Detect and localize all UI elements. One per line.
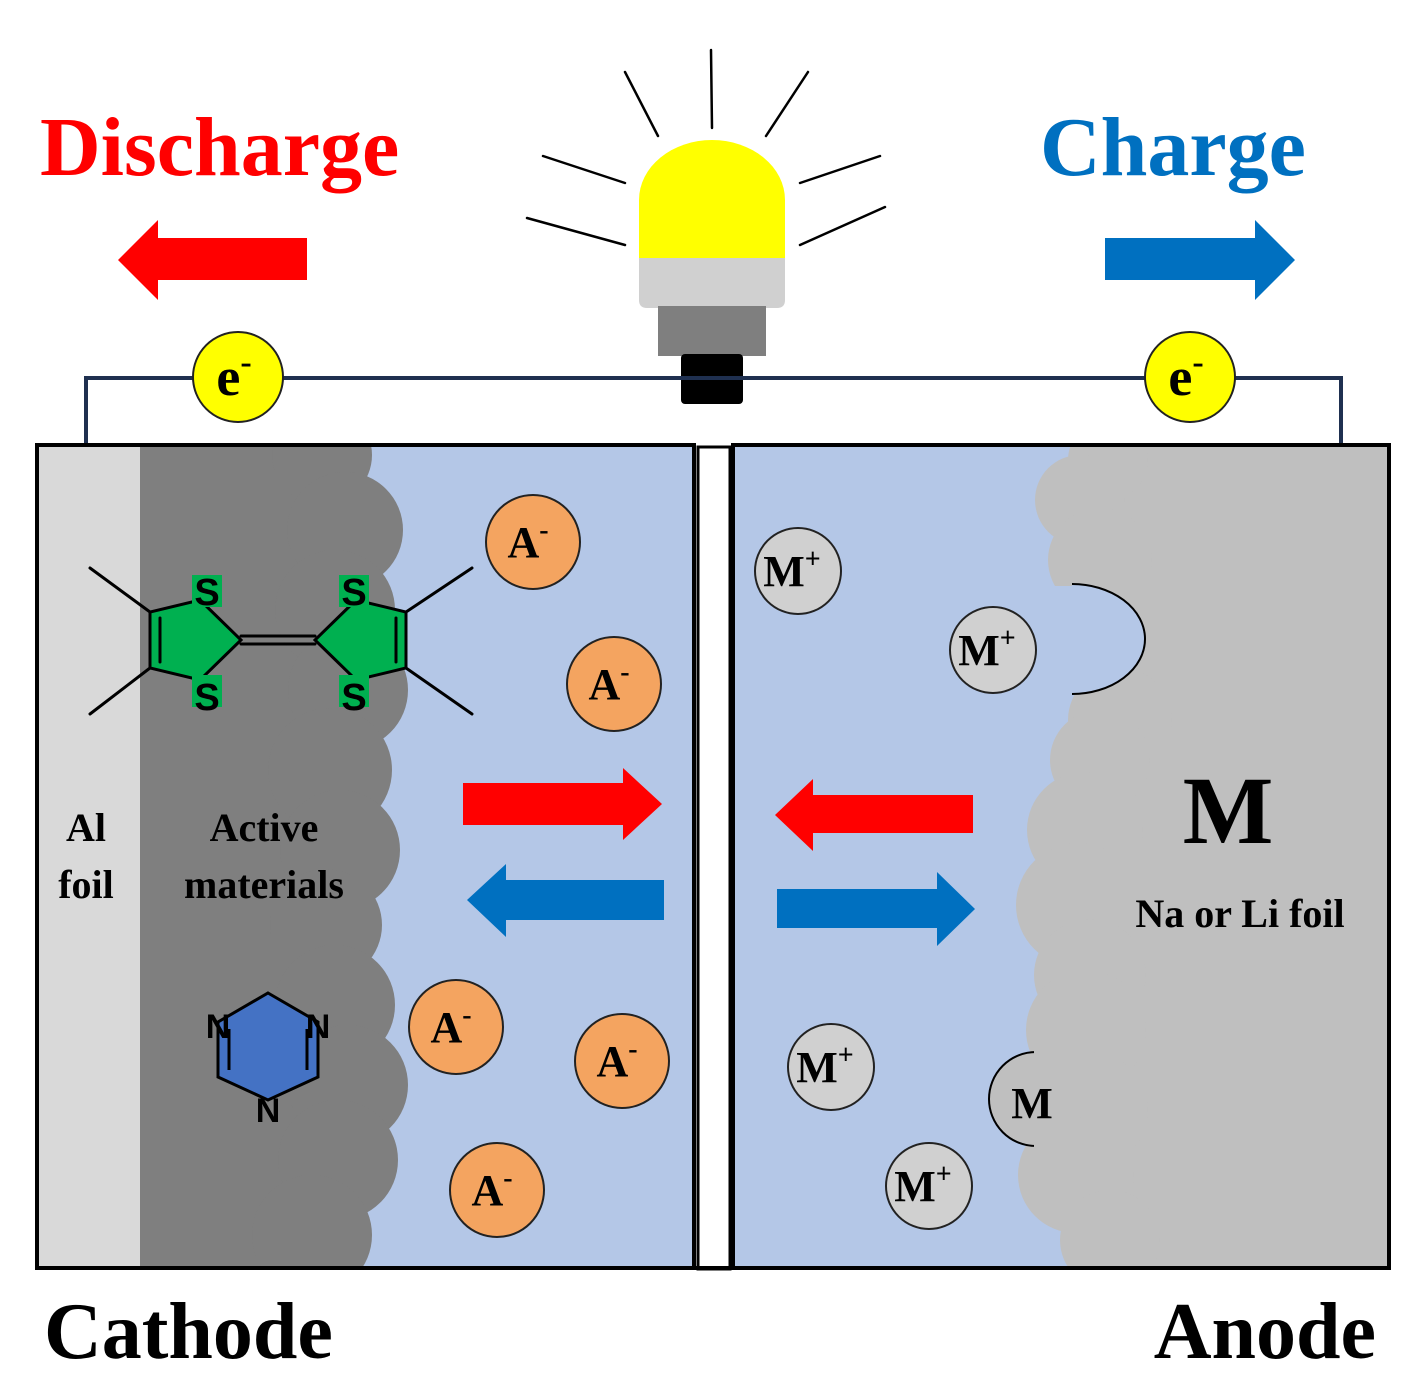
ttf-sulfur-atom: S bbox=[194, 677, 219, 719]
al-foil-label-line1: Al bbox=[66, 805, 106, 850]
svg-text:A-: A- bbox=[596, 1034, 637, 1086]
charge-label: Charge bbox=[1040, 101, 1306, 194]
electron-symbol: e bbox=[216, 347, 240, 407]
svg-text:A-: A- bbox=[588, 657, 629, 709]
svg-text:M+: M+ bbox=[763, 544, 821, 596]
ttf-sulfur-atom: S bbox=[341, 572, 366, 614]
ttf-sulfur-atom: S bbox=[194, 572, 219, 614]
metal-foil-label: Na or Li foil bbox=[1135, 891, 1344, 936]
anion-charge-arrow bbox=[467, 864, 664, 937]
anion: A- bbox=[408, 979, 504, 1075]
cation: M+ bbox=[754, 527, 842, 615]
triazine-nitrogen-atom: N bbox=[206, 1008, 231, 1046]
al-foil-label-line2: foil bbox=[58, 862, 114, 907]
cation: M+ bbox=[885, 1142, 973, 1230]
stripping-pit bbox=[1071, 583, 1146, 695]
discharge-direction-arrow bbox=[118, 220, 307, 300]
cation: M+ bbox=[787, 1023, 875, 1111]
triazine-nitrogen-atom: N bbox=[256, 1092, 281, 1130]
svg-text:A-: A- bbox=[507, 515, 548, 567]
electron-charge: - bbox=[240, 344, 251, 381]
active-material-layer bbox=[140, 445, 408, 1268]
anion: A- bbox=[449, 1142, 545, 1238]
triazine-icon: N N N bbox=[206, 991, 331, 1130]
svg-text:M+: M+ bbox=[958, 623, 1016, 675]
anode-label: Anode bbox=[1154, 1288, 1376, 1376]
deposited-metal bbox=[988, 1050, 1074, 1148]
svg-text:e-: e- bbox=[216, 344, 251, 407]
cathode-label: Cathode bbox=[44, 1288, 333, 1376]
svg-text:M+: M+ bbox=[894, 1159, 952, 1211]
light-bulb-icon bbox=[525, 48, 887, 404]
anion-discharge-arrow bbox=[463, 768, 662, 840]
anion: A- bbox=[566, 636, 662, 732]
svg-text:e-: e- bbox=[1168, 344, 1203, 407]
cation: M+ bbox=[949, 606, 1037, 694]
metal-symbol-label: M bbox=[1183, 757, 1274, 864]
deposited-metal-label: M bbox=[1011, 1079, 1053, 1128]
electron-right: e- bbox=[1144, 331, 1236, 423]
separator bbox=[696, 445, 732, 1271]
tetrathiafulvalene-icon: S S S S bbox=[88, 566, 474, 719]
triazine-nitrogen-atom: N bbox=[306, 1008, 331, 1046]
cation-discharge-arrow bbox=[775, 779, 973, 851]
anion: A- bbox=[574, 1013, 670, 1109]
electron-left: e- bbox=[192, 331, 284, 423]
svg-text:A-: A- bbox=[430, 1000, 471, 1052]
cation-charge-arrow bbox=[777, 872, 975, 946]
ttf-sulfur-atom: S bbox=[341, 677, 366, 719]
active-materials-label-line2: materials bbox=[184, 862, 344, 907]
svg-text:M+: M+ bbox=[796, 1040, 854, 1092]
anion-group: A- A- A- A- A- bbox=[408, 494, 670, 1238]
discharge-label: Discharge bbox=[40, 101, 399, 194]
electron-symbol: e bbox=[1168, 347, 1192, 407]
al-foil bbox=[37, 445, 140, 1268]
svg-text:A-: A- bbox=[471, 1163, 512, 1215]
active-materials-label-line1: Active bbox=[210, 805, 319, 850]
cation-group: M+ M+ M+ M+ bbox=[754, 527, 1037, 1230]
electron-charge: - bbox=[1192, 344, 1203, 381]
external-circuit-wire bbox=[84, 376, 1343, 446]
charge-direction-arrow bbox=[1105, 220, 1295, 300]
anion: A- bbox=[485, 494, 581, 590]
